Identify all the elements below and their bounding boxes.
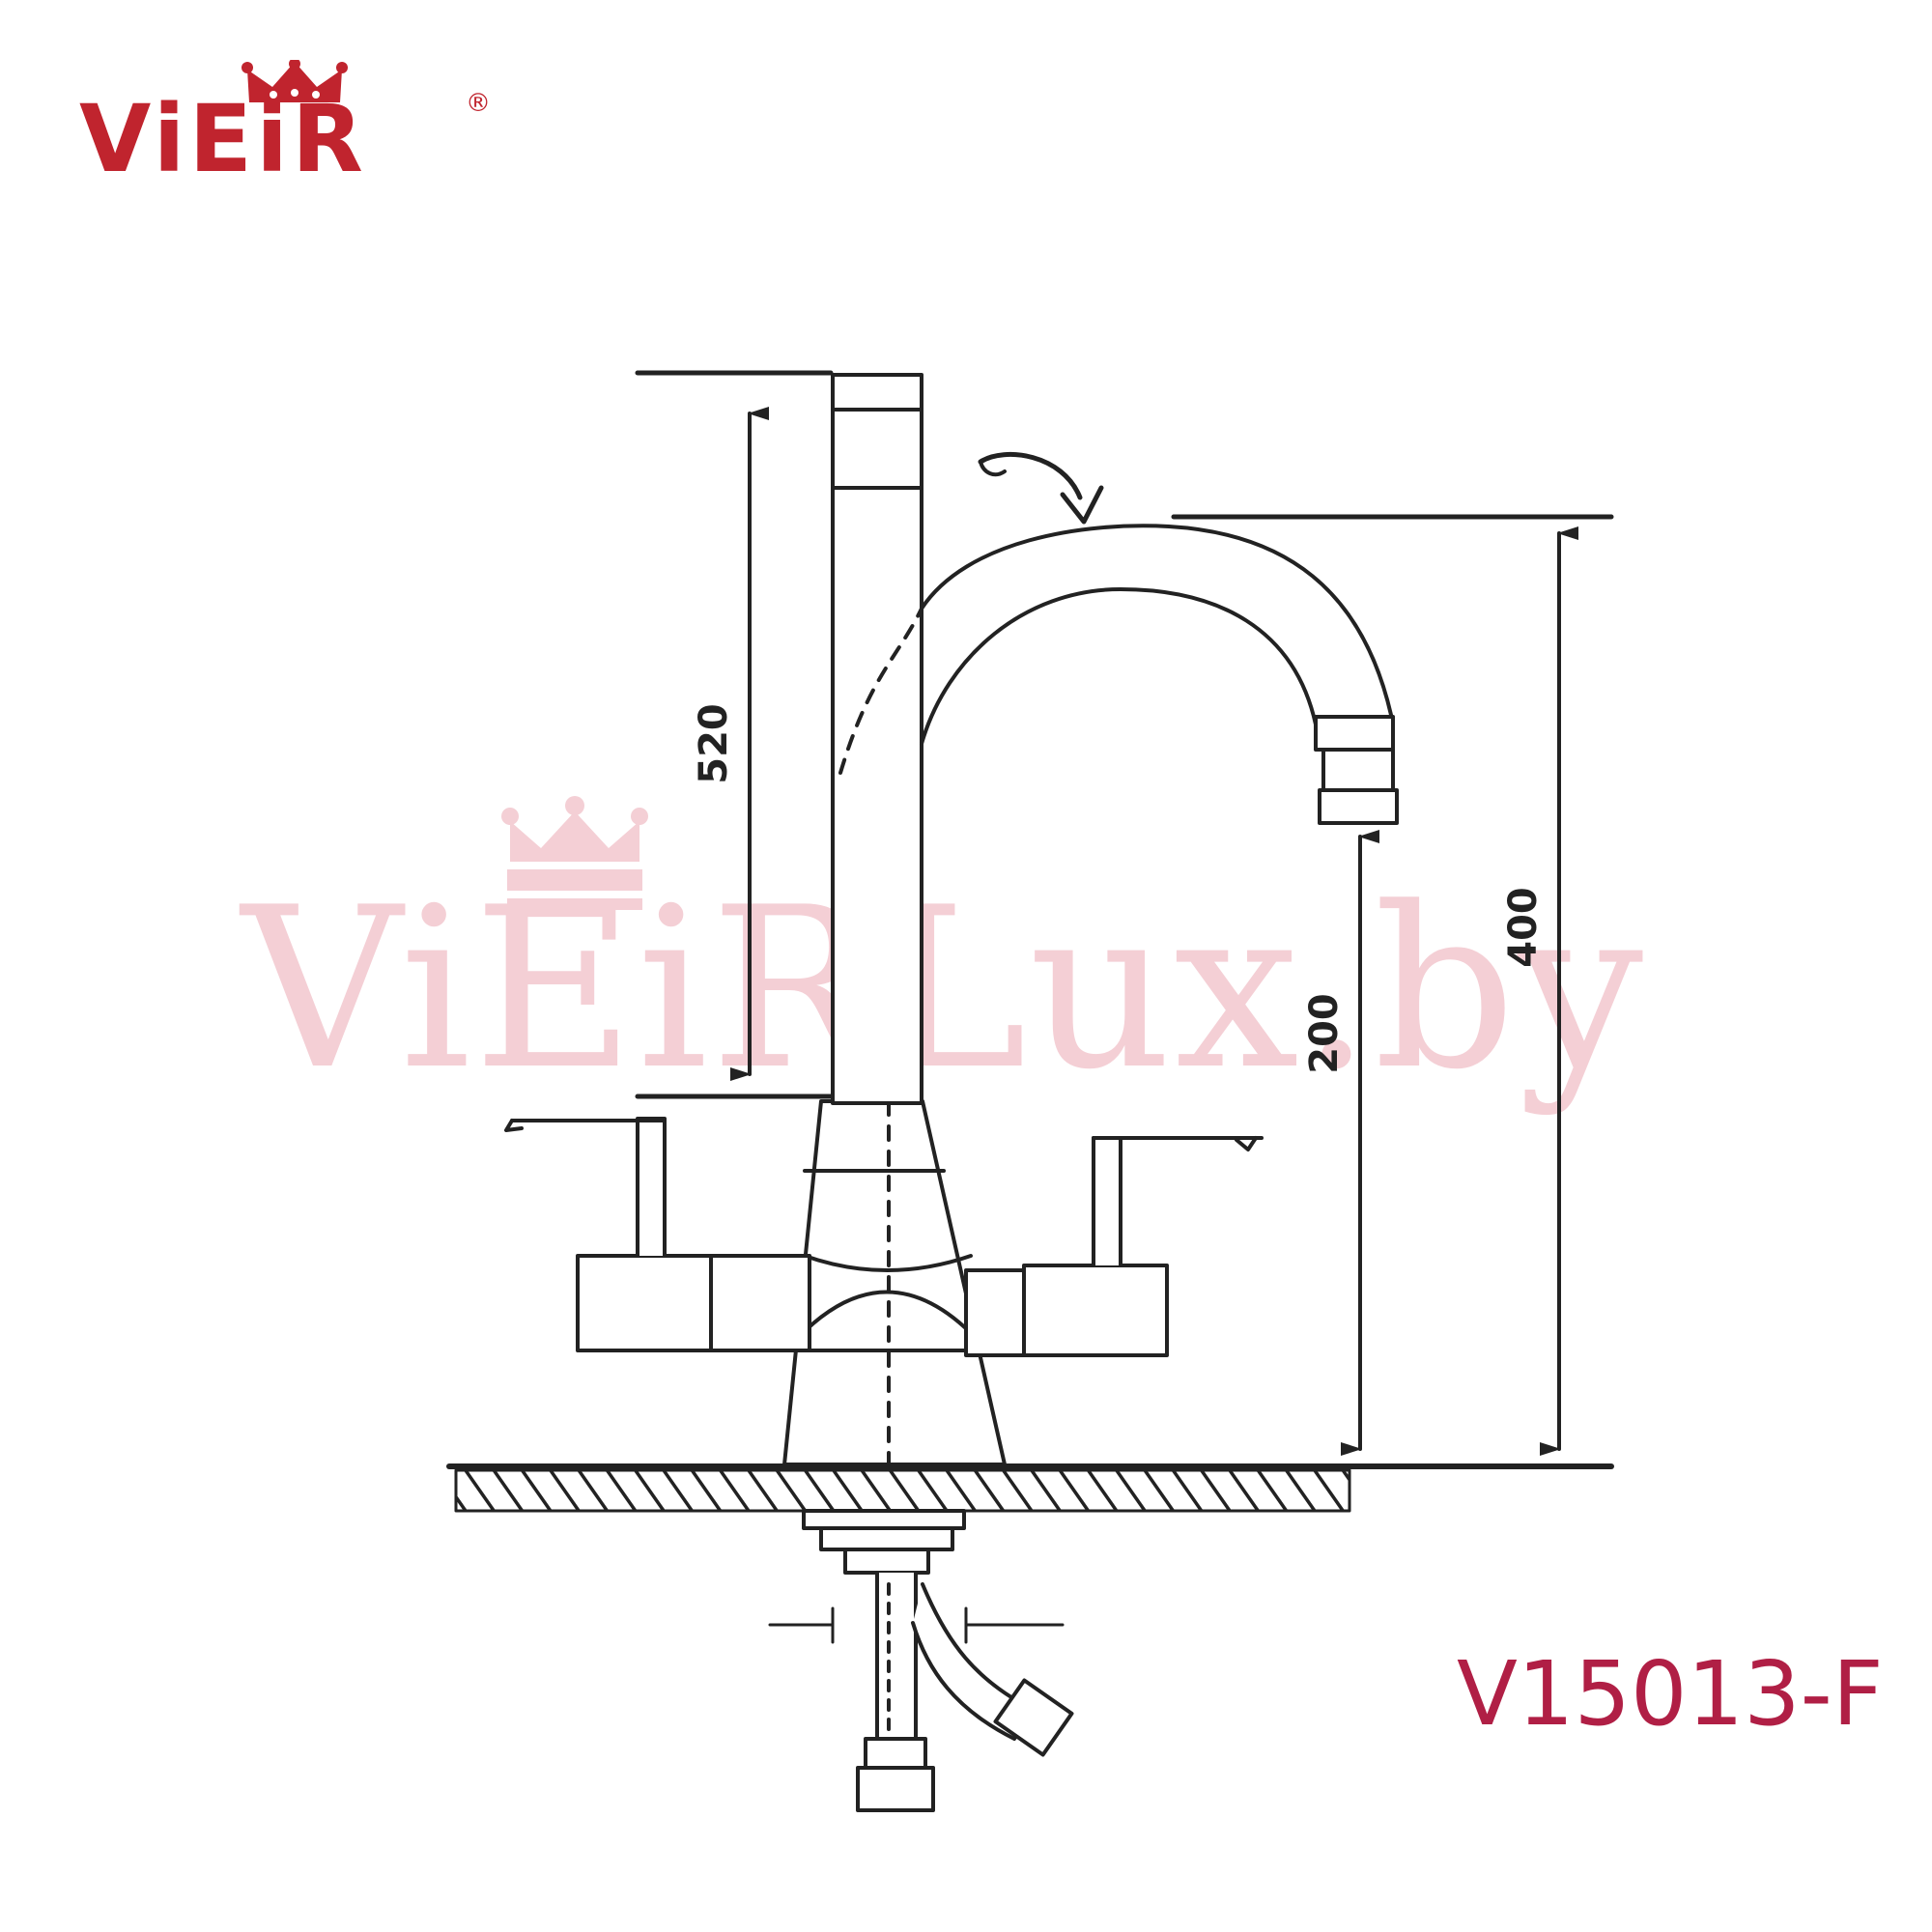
brand-logo-text: ViEiR bbox=[79, 85, 367, 193]
mounting-washer bbox=[843, 1548, 930, 1575]
pipe-fitting bbox=[864, 1737, 927, 1770]
left-handle-body bbox=[576, 1254, 713, 1352]
crown-icon bbox=[242, 60, 348, 102]
brand-logo: ViEiR ® bbox=[79, 60, 504, 205]
spout-outer bbox=[920, 524, 1393, 717]
left-handle-collar bbox=[709, 1254, 811, 1352]
base-curve-2 bbox=[796, 1290, 978, 1340]
spout-inner bbox=[920, 587, 1318, 746]
left-lever-tip bbox=[504, 1119, 524, 1132]
hose-connector bbox=[993, 1678, 1074, 1757]
right-handle-collar bbox=[964, 1268, 1026, 1357]
watermark-text: ViEiRLux.by bbox=[242, 861, 1646, 1119]
base-curve-1 bbox=[803, 1254, 973, 1272]
rotation-arrow-icon bbox=[978, 451, 1083, 500]
mounting-nut bbox=[819, 1526, 954, 1551]
aerator-ring-1 bbox=[1314, 715, 1395, 752]
model-code: V15013-F bbox=[1457, 1642, 1884, 1746]
dim-200-label: 200 bbox=[1302, 993, 1347, 1074]
right-handle-body bbox=[1022, 1264, 1169, 1357]
countertop-section bbox=[454, 1468, 1351, 1513]
dim-520-label: 520 bbox=[692, 703, 736, 784]
left-handle-stem bbox=[636, 1117, 667, 1258]
aerator-ring-2 bbox=[1321, 748, 1395, 792]
registered-mark: ® bbox=[466, 89, 491, 118]
aerator-ring-3 bbox=[1318, 788, 1399, 825]
pipe-connector bbox=[856, 1766, 935, 1812]
dim-400-label: 400 bbox=[1501, 887, 1546, 968]
right-lever-tip bbox=[1235, 1136, 1258, 1151]
right-handle-stem bbox=[1092, 1136, 1122, 1267]
spout-hidden-outer bbox=[838, 607, 923, 775]
mounting-plate bbox=[802, 1509, 966, 1530]
filter-column bbox=[831, 373, 923, 1105]
supply-pipe bbox=[875, 1571, 918, 1741]
